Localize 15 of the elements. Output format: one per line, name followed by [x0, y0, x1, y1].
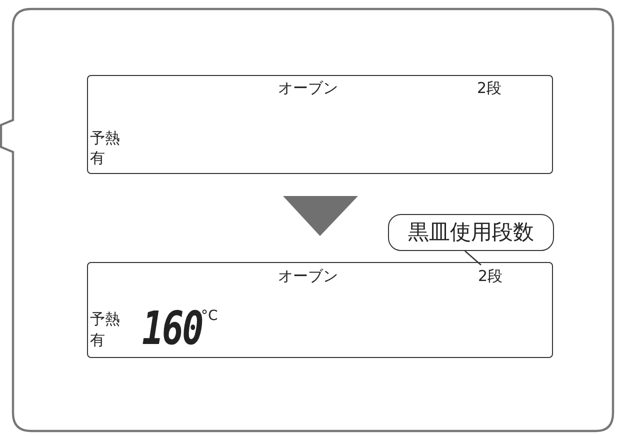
tier-label: 2段 [477, 81, 502, 96]
mode-label: オーブン [278, 81, 338, 96]
preheat-status: 有 [90, 151, 105, 166]
degree-unit: °C [201, 309, 218, 323]
preheat-status: 有 [90, 333, 105, 348]
display-panel [87, 75, 553, 174]
leader-line [464, 250, 482, 266]
display-panel [87, 262, 553, 358]
temperature-digits: 160 [142, 305, 202, 351]
down-arrow [283, 196, 358, 236]
preheat-label: 予熱 [90, 131, 120, 146]
tier-label: 2段 [478, 269, 503, 284]
callout-bubble: 黒皿使用段数 [388, 214, 554, 251]
preheat-label: 予熱 [90, 312, 120, 327]
mode-label: オーブン [278, 269, 338, 284]
